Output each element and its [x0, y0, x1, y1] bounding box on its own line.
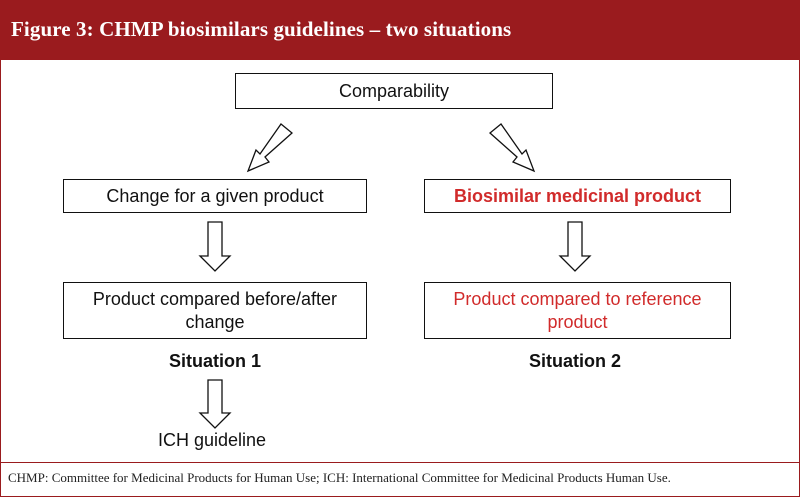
figure-title: Figure 3: CHMP biosimilars guidelines – … [11, 17, 512, 41]
figure-header: Figure 3: CHMP biosimilars guidelines – … [0, 0, 800, 60]
comparability-box: Comparability [235, 73, 553, 109]
before-after-box: Product compared before/after change [63, 282, 367, 339]
footnote: CHMP: Committee for Medicinal Products f… [8, 470, 671, 485]
footnote-divider [0, 462, 800, 463]
change-for-product-box: Change for a given product [63, 179, 367, 213]
reference-product-box: Product compared to reference product [424, 282, 731, 339]
ich-guideline-label: ICH guideline [158, 430, 267, 450]
situation-2-label: Situation 2 [528, 351, 621, 371]
biosimilar-product-box: Biosimilar medicinal product [424, 179, 731, 213]
situation-1-label: Situation 1 [168, 351, 261, 371]
